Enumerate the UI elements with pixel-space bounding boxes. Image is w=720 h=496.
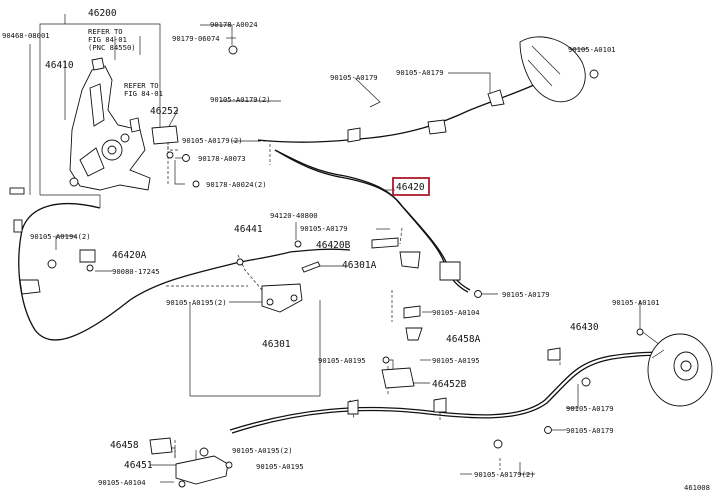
label-46301a: 46301A — [342, 260, 377, 271]
label-46420b: 46420B — [316, 240, 351, 251]
figure-id: 461008 — [684, 483, 710, 492]
label-90105-a0179-2-bottom: 90105-A0179(2) — [474, 470, 535, 479]
label-90105-a0101-bottom: 90105-A0101 — [612, 298, 660, 307]
label-90105-a0195-2-left: 90105-A0195(2) — [166, 298, 227, 307]
equalizer-parts — [236, 237, 421, 313]
label-90178-a0024-2: 90178-A0024(2) — [206, 180, 267, 189]
label-90105-a0179-top: 90105-A0179 — [330, 73, 378, 82]
label-46252: 46252 — [150, 106, 179, 117]
label-46200: 46200 — [88, 8, 117, 19]
label-90105-a0101-top: 90105-A0101 — [568, 45, 616, 54]
brake-cables — [18, 79, 682, 434]
label-90178-a0024: 90178-A0024 — [210, 20, 258, 29]
label-46420: 46420 — [396, 182, 425, 193]
parking-brake-lever-assembly — [69, 57, 151, 191]
label-90105-a0104-right: 90105-A0104 — [432, 308, 480, 317]
label-90105-a0179-lower-1: 90105-A0179 — [566, 404, 614, 413]
label-90105-a0179-drum: 90105-A0179 — [396, 68, 444, 77]
label-90105-a0194-2: 90105-A0194(2) — [30, 232, 91, 241]
label-46301: 46301 — [262, 339, 291, 350]
label-46420a: 46420A — [112, 250, 147, 261]
highlight-box — [392, 177, 430, 196]
label-90179-06074: 90179-06074 — [172, 34, 220, 43]
label-refer-pnc: (PNC 84550) — [88, 43, 136, 52]
cable-clamps-left — [13, 219, 96, 295]
label-46452b: 46452B — [432, 379, 467, 390]
bottom-bracket — [149, 437, 233, 488]
label-90105-a0195-mid-right: 90105-A0195 — [432, 356, 480, 365]
label-46441: 46441 — [234, 224, 263, 235]
label-46451: 46451 — [124, 460, 153, 471]
label-90105-a0179-2-upper: 90105-A0179(2) — [210, 95, 271, 104]
label-90105-a0195-2-bottom: 90105-A0195(2) — [232, 446, 293, 455]
highlighted-part-46420[interactable]: 46420 — [392, 177, 430, 196]
part-labels: 46200 46410 REFER TO FIG 84-01 (PNC 8455… — [2, 8, 710, 492]
label-90105-a0195-bottom: 90105-A0195 — [256, 462, 304, 471]
rear-brake-drums — [519, 36, 713, 407]
label-refer-to-2: REFER TO — [124, 81, 159, 90]
label-refer-fig-1: FIG 84-01 — [88, 35, 127, 44]
label-90105-a0179-lower-2: 90105-A0179 — [566, 426, 614, 435]
label-46458a: 46458A — [446, 334, 481, 345]
label-90105-a0179-right: 90105-A0179 — [502, 290, 550, 299]
cable-clamps-right — [347, 89, 591, 449]
label-46458: 46458 — [110, 440, 139, 451]
label-refer-to-1: REFER TO — [88, 27, 123, 36]
label-90105-a0179-2-mid: 90105-A0179(2) — [182, 136, 243, 145]
label-90105-a0179-mid: 90105-A0179 — [300, 224, 348, 233]
label-refer-fig-2: FIG 84-01 — [124, 89, 163, 98]
leader-lines — [29, 14, 661, 483]
label-90178-a0073: 90178-A0073 — [198, 154, 246, 163]
lever-accessories — [9, 45, 238, 195]
label-90468-08001: 90468-08001 — [2, 31, 50, 40]
label-46410: 46410 — [45, 60, 74, 71]
label-90080-17245: 90080-17245 — [112, 267, 160, 276]
label-90105-a0195-mid-left: 90105-A0195 — [318, 356, 366, 365]
label-94120-40800: 94120-40800 — [270, 211, 318, 220]
label-46430: 46430 — [570, 322, 599, 333]
label-90105-a0104-bottom: 90105-A0104 — [98, 478, 146, 487]
